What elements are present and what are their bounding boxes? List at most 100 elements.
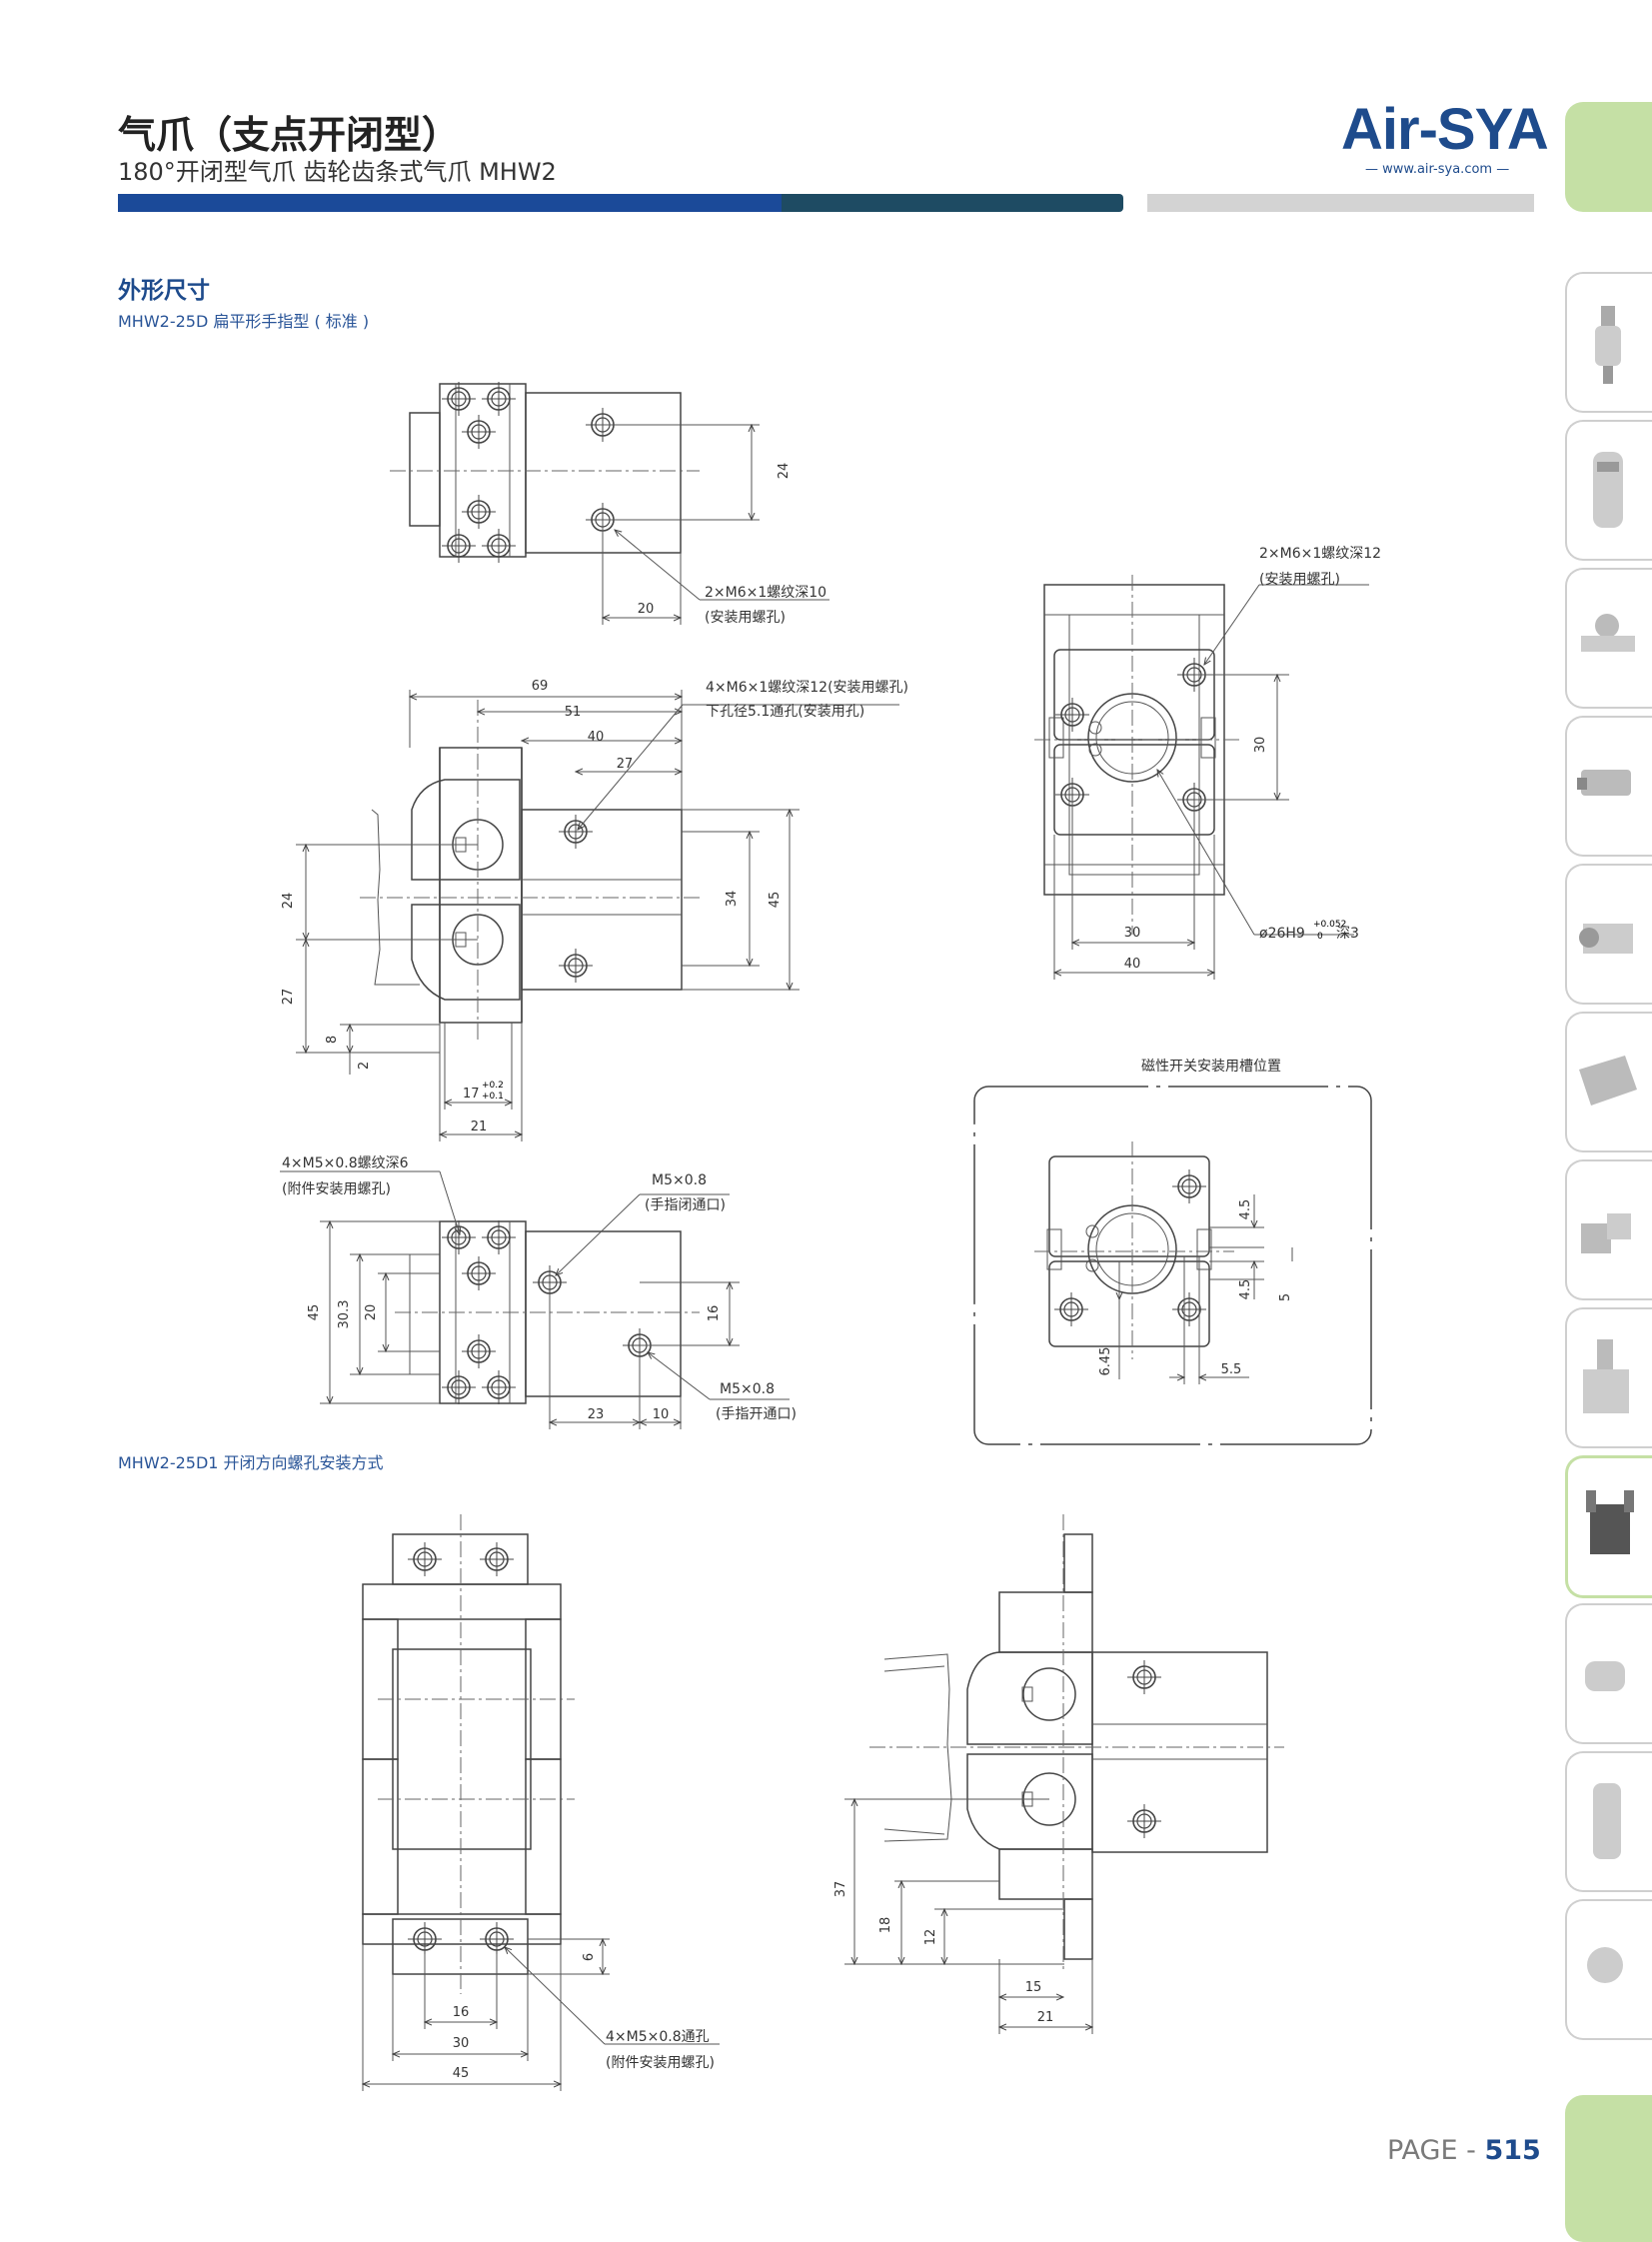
svg-text:12: 12 (923, 1929, 938, 1946)
filter-icon (1595, 306, 1621, 384)
svg-text:16: 16 (453, 2005, 470, 2020)
svg-text:45: 45 (453, 2066, 470, 2081)
tab-solenoid[interactable] (1565, 716, 1652, 857)
svg-text:M5×0.8: M5×0.8 (720, 1381, 775, 1397)
svg-text:ø26H9: ø26H9 (1259, 926, 1305, 942)
solenoid-icon (1577, 770, 1631, 796)
page-number-footer: PAGE - 515 (1387, 2135, 1541, 2166)
page-subtitle: 180°开闭型气爪 齿轮齿条式气爪 MHW2 (118, 158, 557, 186)
slide-icon (1579, 1056, 1637, 1106)
brand-url: — www.air-sya.com — (1365, 162, 1510, 177)
tab-rotary[interactable] (1565, 1159, 1652, 1300)
svg-text:+0.1: +0.1 (482, 1092, 504, 1102)
svg-text:6: 6 (582, 1953, 597, 1961)
svg-text:69: 69 (532, 679, 549, 694)
svg-text:2×M6×1螺纹深12: 2×M6×1螺纹深12 (1259, 546, 1381, 562)
tab-fitting[interactable] (1565, 1603, 1652, 1744)
svg-text:30: 30 (453, 2036, 470, 2051)
top-view: 24 20 2×M6×1螺纹深10 (安装用螺孔) (390, 381, 829, 626)
switch-slot-view: 磁性开关安装用槽位置 4.5 4.5 5 6.45 5.5 (973, 1059, 1372, 1445)
svg-text:4.5: 4.5 (1238, 1199, 1253, 1220)
svg-text:下孔径5.1通孔(安装用孔): 下孔径5.1通孔(安装用孔) (706, 704, 864, 720)
svg-text:30: 30 (1124, 926, 1141, 941)
svg-text:M5×0.8: M5×0.8 (652, 1172, 707, 1188)
svg-text:40: 40 (1124, 957, 1141, 972)
tab-silencer[interactable] (1565, 1751, 1652, 1892)
header-bar-dark (782, 194, 1123, 212)
svg-text:2×M6×1螺纹深10: 2×M6×1螺纹深10 (705, 585, 826, 601)
svg-text:27: 27 (281, 989, 296, 1006)
tab-filter[interactable] (1565, 272, 1652, 413)
svg-text:+0.2: +0.2 (482, 1081, 504, 1091)
fitting-icon (1585, 1661, 1625, 1691)
brand-logo: Air-SYA (1341, 97, 1549, 162)
cylinder-icon (1579, 924, 1633, 954)
svg-text:37: 37 (833, 1881, 848, 1898)
svg-text:18: 18 (878, 1917, 893, 1934)
svg-text:5: 5 (1278, 1293, 1293, 1301)
svg-text:2: 2 (357, 1062, 372, 1070)
svg-text:30.3: 30.3 (337, 1300, 352, 1329)
svg-text:40: 40 (588, 730, 605, 745)
caption-d1: MHW2-25D1 开闭方向螺孔安装方式 (118, 1453, 384, 1472)
svg-text:16: 16 (707, 1305, 722, 1322)
svg-text:10: 10 (653, 1407, 670, 1422)
tab-vacuum[interactable] (1565, 1899, 1652, 2040)
rotary-icon (1581, 1213, 1631, 1253)
svg-text:21: 21 (1037, 2010, 1054, 2025)
vacuum-icon (1587, 1947, 1623, 1983)
svg-text:+0.052: +0.052 (1313, 920, 1346, 930)
header-bar-blue (118, 194, 782, 212)
regulator-icon (1593, 452, 1623, 528)
tab-top-green[interactable] (1565, 102, 1652, 212)
tab-flow-valve[interactable] (1565, 568, 1652, 709)
tab-gripper-active[interactable] (1565, 1455, 1652, 1598)
svg-text:27: 27 (617, 757, 634, 772)
svg-text:(安装用螺孔): (安装用螺孔) (705, 610, 786, 626)
manifold-icon (1583, 1339, 1629, 1413)
tab-multi[interactable] (1565, 1307, 1652, 1448)
tab-cylinder[interactable] (1565, 864, 1652, 1005)
svg-text:15: 15 (1025, 1980, 1042, 1995)
gripper-icon (1586, 1490, 1634, 1554)
d1-right-view: 37 18 12 15 21 (833, 1514, 1284, 2034)
svg-text:51: 51 (565, 705, 582, 720)
tab-slide[interactable] (1565, 1012, 1652, 1152)
svg-text:(附件安装用螺孔): (附件安装用螺孔) (282, 1181, 391, 1197)
silencer-icon (1593, 1783, 1621, 1859)
caption-standard: MHW2-25D 扁平形手指型 ( 标准 ) (118, 312, 370, 331)
technical-drawings: .o { fill:none; stroke:#444; stroke-widt… (280, 381, 1381, 2091)
svg-text:24: 24 (281, 893, 296, 910)
svg-text:(附件安装用螺孔): (附件安装用螺孔) (606, 2055, 715, 2071)
svg-text:30: 30 (1253, 737, 1268, 754)
tab-bottom-green[interactable] (1565, 2095, 1652, 2242)
tab-regulator[interactable] (1565, 420, 1652, 561)
valve-icon (1581, 614, 1635, 652)
svg-text:20: 20 (364, 1304, 379, 1321)
svg-text:8: 8 (325, 1036, 340, 1044)
section-title: 外形尺寸 (118, 278, 210, 304)
svg-text:45: 45 (768, 892, 783, 909)
svg-text:24: 24 (777, 463, 792, 480)
svg-text:21: 21 (471, 1120, 488, 1134)
svg-text:6.45: 6.45 (1098, 1347, 1113, 1376)
header-bar-grey (1147, 194, 1534, 212)
side-view: 30 30 40 2×M6×1螺纹深12 (安装用螺孔) ø26H9 +0.05… (1034, 546, 1381, 980)
svg-text:17: 17 (463, 1087, 480, 1102)
svg-text:4×M5×0.8通孔: 4×M5×0.8通孔 (606, 2029, 710, 2045)
svg-text:磁性开关安装用槽位置: 磁性开关安装用槽位置 (1141, 1059, 1281, 1075)
svg-text:45: 45 (307, 1304, 322, 1321)
svg-text:34: 34 (725, 891, 740, 908)
svg-text:0: 0 (1317, 932, 1323, 942)
svg-text:4×M5×0.8螺纹深6: 4×M5×0.8螺纹深6 (282, 1155, 409, 1171)
page-title: 气爪（支点开闭型） (118, 113, 461, 157)
svg-text:20: 20 (638, 602, 655, 617)
svg-text:5.5: 5.5 (1221, 1362, 1242, 1377)
front-view: 69 51 40 27 34 45 24 27 8 2 17 +0.2 +0.1… (281, 679, 908, 1141)
svg-text:(安装用螺孔): (安装用螺孔) (1259, 572, 1340, 588)
svg-text:4.5: 4.5 (1238, 1279, 1253, 1300)
bottom-view: 45 30.3 20 16 23 10 4×M5×0.8螺纹深6 (附件安装用螺… (280, 1155, 797, 1429)
svg-text:23: 23 (588, 1407, 605, 1422)
svg-text:(手指闭通口): (手指闭通口) (645, 1197, 726, 1213)
svg-text:4×M6×1螺纹深12(安装用螺孔): 4×M6×1螺纹深12(安装用螺孔) (706, 680, 908, 696)
